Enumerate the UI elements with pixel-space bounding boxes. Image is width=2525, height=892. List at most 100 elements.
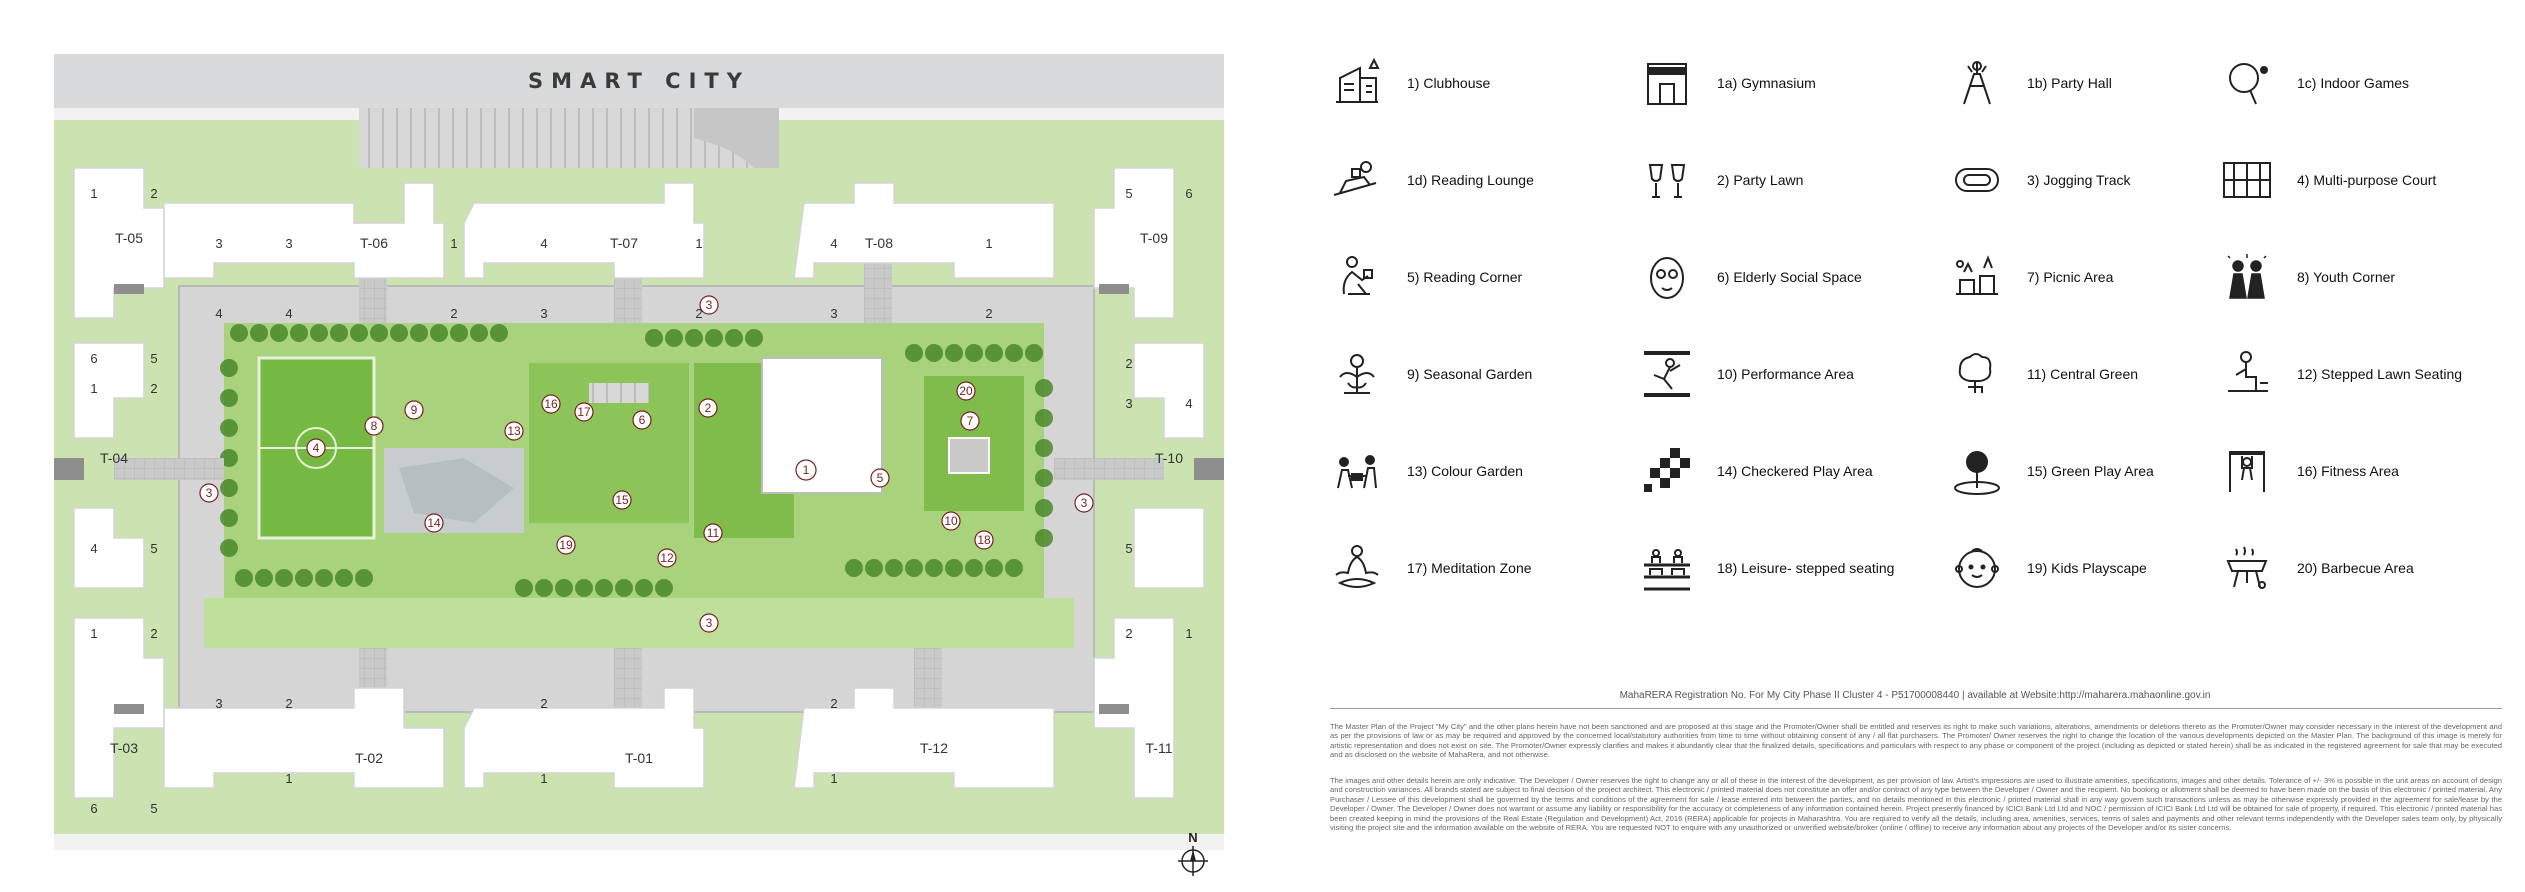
svg-text:2: 2 (705, 401, 712, 415)
amenity-marker[interactable]: 16 (541, 394, 561, 414)
unit-number: 2 (285, 696, 292, 711)
unit-number: 3 (215, 696, 222, 711)
svg-text:16: 16 (544, 397, 558, 411)
svg-text:3: 3 (1081, 496, 1088, 510)
unit-number: 1 (985, 236, 992, 251)
legend-label: 1a) Gymnasium (1717, 75, 1816, 91)
amenity-marker[interactable]: 14 (424, 513, 444, 533)
amenity-marker[interactable]: 18 (974, 530, 994, 550)
legend-item-stepped-lawn-seating: 12) Stepped Lawn Seating (2215, 341, 2515, 407)
leisure-stepped-seating-icon (1635, 536, 1699, 600)
kids-playscape-icon (1945, 536, 2009, 600)
amenity-marker[interactable]: 15 (612, 490, 632, 510)
indoor-games-icon (2215, 51, 2279, 115)
svg-text:17: 17 (577, 405, 591, 419)
legend-item-colour-garden: 13) Colour Garden (1325, 438, 1625, 504)
tower-label-t11: T-11 (1146, 740, 1173, 756)
amenity-marker[interactable]: 3 (1074, 493, 1094, 513)
amenity-marker[interactable]: 2 (698, 398, 718, 418)
legend-label: 11) Central Green (2027, 366, 2139, 382)
amenity-marker[interactable]: 10 (941, 511, 961, 531)
amenity-marker[interactable]: 3 (699, 295, 719, 315)
svg-text:4: 4 (313, 441, 320, 455)
legend-label: 5) Reading Corner (1407, 269, 1523, 285)
legend-item-fitness-area: 16) Fitness Area (2215, 438, 2515, 504)
reading-lounge-icon (1325, 148, 1389, 212)
unit-number: 1 (285, 771, 292, 786)
elderly-social-space-icon (1635, 245, 1699, 309)
fitness-area-icon (2215, 439, 2279, 503)
legend-item-jogging-track: 3) Jogging Track (1945, 147, 2245, 213)
unit-number: 4 (285, 306, 292, 321)
legend-label: 3) Jogging Track (2027, 172, 2131, 188)
legend-item-performance-area: 10) Performance Area (1635, 341, 1935, 407)
svg-text:1: 1 (803, 463, 810, 477)
legend-item-gymnasium: 1a) Gymnasium (1635, 50, 1935, 116)
unit-number: 2 (1125, 356, 1132, 371)
amenity-marker[interactable]: 19 (556, 535, 576, 555)
unit-number: 6 (1185, 186, 1192, 201)
master-plan-map: SMART CITY (54, 54, 1224, 850)
jogging-track-icon (1945, 148, 2009, 212)
amenity-marker[interactable]: 3 (699, 613, 719, 633)
unit-number: 5 (1125, 186, 1132, 201)
amenity-marker[interactable]: 17 (574, 402, 594, 422)
gymnasium-icon (1635, 51, 1699, 115)
unit-number: 5 (150, 351, 157, 366)
picnic-area-icon (1945, 245, 2009, 309)
amenity-marker[interactable]: 7 (960, 411, 980, 431)
amenity-marker[interactable]: 11 (703, 523, 723, 543)
legend-label: 12) Stepped Lawn Seating (2297, 366, 2463, 382)
tower-label-t08: T-08 (865, 235, 893, 251)
amenity-marker[interactable]: 1 (795, 459, 817, 481)
unit-number: 3 (1125, 396, 1132, 411)
barbecue-area-icon (2215, 536, 2279, 600)
performance-area-icon (1635, 342, 1699, 406)
legend-label: 16) Fitness Area (2297, 463, 2399, 479)
unit-number: 2 (150, 626, 157, 641)
legend-item-multipurpose-court: 4) Multi-purpose Court (2215, 147, 2515, 213)
legend-label: 7) Picnic Area (2027, 269, 2114, 285)
amenity-marker[interactable]: 13 (504, 421, 524, 441)
unit-number: 1 (450, 236, 457, 251)
party-hall-icon (1945, 51, 2009, 115)
unit-number: 2 (540, 696, 547, 711)
svg-text:3: 3 (706, 298, 713, 312)
unit-number: 6 (90, 351, 97, 366)
svg-text:7: 7 (967, 414, 974, 428)
legend-label: 1d) Reading Lounge (1407, 172, 1534, 188)
svg-text:20: 20 (959, 384, 973, 398)
amenity-legend: 1) Clubhouse 1a) Gymnasium 1b) Party Hal… (1325, 50, 2485, 640)
legend-label: 14) Checkered Play Area (1717, 463, 1873, 479)
tower-label-t03: T-03 (110, 740, 138, 756)
legend-label: 8) Youth Corner (2297, 269, 2396, 285)
svg-text:12: 12 (660, 551, 674, 565)
amenity-marker[interactable]: 5 (870, 468, 890, 488)
amenity-marker[interactable]: 6 (632, 410, 652, 430)
tower-label-t02: T-02 (355, 750, 383, 766)
amenity-marker[interactable]: 4 (306, 438, 326, 458)
legend-label: 9) Seasonal Garden (1407, 366, 1533, 382)
amenity-marker[interactable]: 20 (956, 381, 976, 401)
party-lawn-icon (1635, 148, 1699, 212)
amenity-marker[interactable]: 8 (364, 416, 384, 436)
unit-number: 1 (695, 236, 702, 251)
svg-text:14: 14 (427, 516, 441, 530)
legend-item-checkered-play-area: 14) Checkered Play Area (1635, 438, 1935, 504)
amenity-marker[interactable]: 12 (657, 548, 677, 568)
rera-registration: MahaRERA Registration No. For My City Ph… (1619, 690, 2211, 701)
clubhouse-icon (1325, 51, 1389, 115)
legend-item-barbecue-area: 20) Barbecue Area (2215, 535, 2515, 601)
unit-number: 2 (450, 306, 457, 321)
unit-number: 1 (90, 626, 97, 641)
amenity-marker[interactable]: 3 (199, 483, 219, 503)
legend-item-kids-playscape: 19) Kids Playscape (1945, 535, 2245, 601)
tower-label-t05: T-05 (115, 230, 143, 246)
legend-label: 13) Colour Garden (1407, 463, 1523, 479)
svg-text:15: 15 (615, 493, 629, 507)
legend-label: 15) Green Play Area (2027, 463, 2154, 479)
amenity-marker[interactable]: 9 (404, 400, 424, 420)
svg-text:9: 9 (411, 403, 418, 417)
legend-label: 1b) Party Hall (2027, 75, 2112, 91)
unit-number: 3 (830, 306, 837, 321)
